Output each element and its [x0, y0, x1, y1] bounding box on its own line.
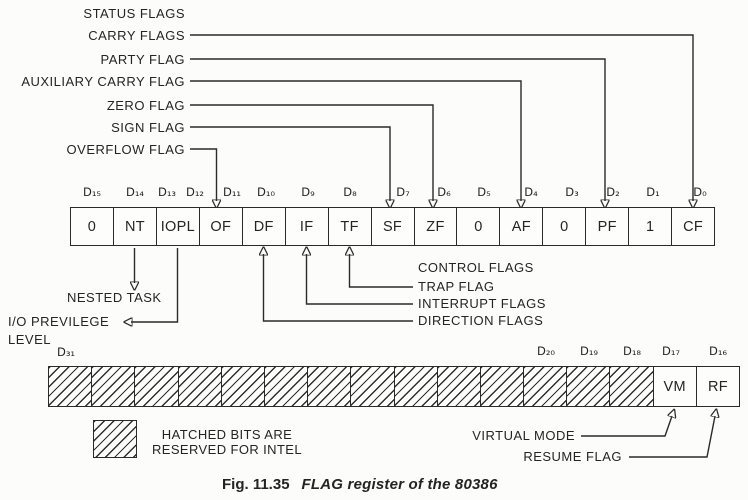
bit-label-d5: D₅: [477, 185, 491, 199]
bit-label-d16: D₁₆: [708, 344, 728, 358]
bit-cell-af: AF: [500, 208, 544, 245]
label-trap-flag: TRAP FLAG: [418, 279, 495, 294]
arrow-iopl-to-label: [131, 248, 179, 322]
bit-cell-d5-0: 0: [457, 208, 501, 245]
arrow-auxcarry-to-af: [190, 80, 521, 201]
bit-label-d6: D₆: [437, 185, 451, 199]
figure-caption: Fig. 11.35 FLAG register of the 80386: [222, 476, 498, 493]
bit-label-d13: D₁₃: [157, 185, 177, 199]
reserved-bit-cell: [178, 367, 222, 406]
label-party-flag: PARTY FLAG: [100, 52, 185, 67]
reserved-bit-cell: [524, 367, 568, 406]
bit-label-d11: D₁₁: [222, 185, 242, 199]
arrow-direction-to-df: [264, 254, 413, 322]
reserved-bit-cell: [221, 367, 265, 406]
reserved-bit-cell: [135, 367, 179, 406]
label-io-previlege-level: LEVEL: [8, 332, 51, 347]
bit-cell-d3-0: 0: [543, 208, 587, 245]
figure-number: Fig. 11.35: [222, 476, 290, 493]
bit-cell-df: DF: [243, 208, 286, 245]
bit-label-d4: D₄: [524, 185, 538, 199]
reserved-bit-cell: [394, 367, 438, 406]
label-direction-flags: DIRECTION FLAGS: [418, 313, 544, 328]
bit-cell-d15-0: 0: [71, 208, 114, 245]
reserved-bit-cell: [437, 367, 481, 406]
arrow-party-to-pf: [190, 58, 605, 201]
bit-cell-tf: TF: [329, 208, 372, 245]
bit-label-d14: D₁₄: [125, 185, 145, 199]
bit-label-d10: D₁₀: [256, 185, 276, 199]
label-interrupt-flags: INTERRUPT FLAGS: [418, 296, 546, 311]
bit-cell-d1-1: 1: [629, 208, 673, 245]
hatched-legend-line1: HATCHED BITS ARE: [161, 427, 293, 442]
bit-label-d12: D₁₂: [185, 185, 205, 199]
label-io-previlege: I/O PREVILEGE: [8, 314, 110, 329]
bit-label-d15: D₁₅: [82, 185, 102, 199]
arrow-interrupt-to-if: [307, 254, 413, 305]
flag-register-16bit: 0 NT IOPL OF DF IF TF SF ZF 0 AF 0 PF 1 …: [70, 207, 715, 246]
label-zero-flag: ZERO FLAG: [106, 98, 185, 113]
bit-cell-of: OF: [200, 208, 243, 245]
arrow-trap-to-tf: [350, 254, 413, 288]
label-sign-flag: SIGN FLAG: [111, 120, 185, 135]
bit-cell-if: IF: [286, 208, 329, 245]
reserved-bit-cell: [351, 367, 395, 406]
bit-cell-pf: PF: [586, 208, 630, 245]
label-overflow-flag: OVERFLOW FLAG: [66, 142, 185, 157]
hatched-legend-text: HATCHED BITS ARE RESERVED FOR INTEL: [143, 427, 311, 457]
reserved-bit-cell: [567, 367, 611, 406]
reserved-bit-cell: [610, 367, 654, 406]
bit-cell-zf: ZF: [415, 208, 458, 245]
arrow-carry-to-cf: [190, 34, 693, 201]
bit-label-d1: D₁: [646, 185, 660, 199]
bit-cell-sf: SF: [372, 208, 415, 245]
arrow-zero-to-zf: [190, 104, 433, 201]
label-carry-flags: CARRY FLAGS: [88, 28, 185, 43]
bit-label-d17: D₁₇: [661, 344, 681, 358]
bit-cell-nt: NT: [114, 208, 157, 245]
label-auxiliary-carry-flag: AUXILIARY CARRY FLAG: [21, 74, 185, 89]
reserved-bit-cell: [308, 367, 352, 406]
bit-label-d19: D₁₉: [579, 344, 599, 358]
arrow-virtualmode-to-vm: [581, 416, 672, 437]
bit-cell-rf: RF: [707, 378, 728, 395]
bit-cell-iopl: IOPL: [157, 208, 200, 245]
bit-label-d8: D₈: [343, 185, 357, 199]
label-control-flags: CONTROL FLAGS: [418, 260, 534, 275]
bit-label-d20: D₂₀: [536, 344, 556, 358]
bit-label-d18: D₁₈: [622, 344, 642, 358]
arrow-sign-to-sf: [190, 126, 390, 201]
bit-label-d9: D₉: [301, 185, 315, 199]
reserved-bit-cell: [480, 367, 525, 406]
arrow-resumeflag-to-rf: [629, 416, 715, 458]
bit-cell-vm: VM: [654, 367, 697, 406]
label-status-flags: STATUS FLAGS: [83, 6, 185, 21]
reserved-bit-cell: [264, 367, 309, 406]
bit-label-d0: D₀: [693, 185, 707, 199]
arrow-overflow-to-of: [190, 148, 217, 201]
bit-label-d3: D₃: [565, 185, 579, 199]
flag-register-extension-32bit: VM RF: [48, 366, 740, 407]
bit-cell-cf: CF: [683, 218, 704, 235]
reserved-bit-cell: [49, 367, 93, 406]
label-resume-flag: RESUME FLAG: [523, 449, 622, 464]
hatched-legend-line2: RESERVED FOR INTEL: [152, 442, 302, 457]
label-virtual-mode: VIRTUAL MODE: [472, 428, 575, 443]
figure-title: FLAG register of the 80386: [301, 476, 498, 493]
bit-label-d2: D₂: [606, 185, 620, 199]
hatched-legend-swatch: [93, 420, 137, 458]
bit-label-d31: D₃₁: [56, 345, 76, 359]
bit-label-d7: D₇: [396, 185, 410, 199]
reserved-bit-cell: [92, 367, 136, 406]
label-nested-task: NESTED TASK: [67, 290, 162, 305]
